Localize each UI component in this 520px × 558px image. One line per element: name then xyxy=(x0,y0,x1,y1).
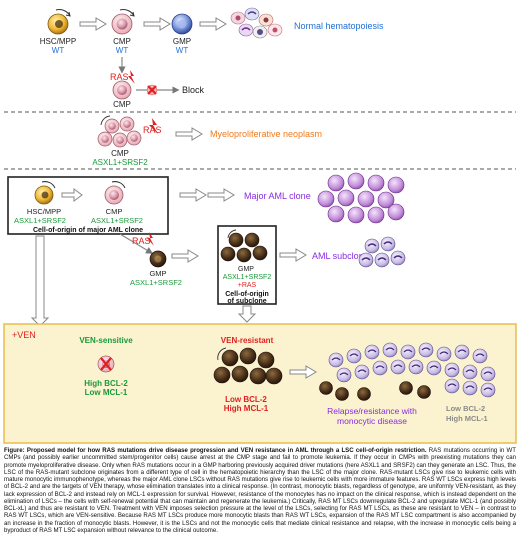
caption-title: Figure: Proposed model for how RAS mutat… xyxy=(4,447,427,454)
arrow-right-icon xyxy=(179,188,207,202)
model-diagram: HSC/MPP WT CMP WT GMP WT xyxy=(3,7,517,444)
arrow-down-icon xyxy=(30,235,50,327)
subclone-origin-title-2: of subclone xyxy=(227,298,266,305)
row1-normal: HSC/MPP WT CMP WT GMP WT xyxy=(40,7,384,109)
arrow-diag-icon xyxy=(119,233,154,254)
lightning-icon xyxy=(128,70,135,84)
gmp-mut-label: GMP xyxy=(149,269,166,278)
ras-cmp-cell xyxy=(112,80,132,100)
aml-subclone-label: AML subclone xyxy=(312,251,369,261)
normal-hematopoiesis-label: Normal hematopoiesis xyxy=(294,21,384,31)
arrow-right-icon xyxy=(61,188,83,202)
mpn-label: Myeloproliferative neoplasm xyxy=(210,129,322,139)
arrow-right-icon xyxy=(171,249,199,263)
mpn-cmp-label: CMP xyxy=(111,149,129,158)
arrow-right-icon xyxy=(199,17,227,31)
subclone-monocytes xyxy=(358,236,406,268)
hsc-label: HSC/MPP xyxy=(40,37,76,46)
ven-panel: +VEN VEN-sensitive High BCL-2 Low MCL-1 … xyxy=(3,312,517,444)
subclone-gmp-cluster xyxy=(220,229,268,263)
relapse-label-1: Relapse/resistance with xyxy=(327,406,417,416)
major-aml-clone-label: Major AML clone xyxy=(244,191,311,201)
gmp-genotype: WT xyxy=(176,46,189,55)
sensitive-cell-crossed xyxy=(97,355,115,373)
arrow-right-icon xyxy=(175,127,203,141)
ven-label: +VEN xyxy=(12,330,36,340)
relapse-monocytes xyxy=(319,342,496,401)
gmp-label: GMP xyxy=(173,37,191,46)
mpn-cmp-cluster xyxy=(97,115,142,148)
resistant-lsc-cluster xyxy=(213,347,283,385)
ven-resistant-title: VEN-resistant xyxy=(221,336,274,345)
row2-mpn: RAS CMP ASXL1+SRSF2 Myeloproliferative n… xyxy=(92,115,322,167)
ras-cmp-label: CMP xyxy=(113,100,131,109)
subclone-genotype: ASXL1+SRSF2 xyxy=(223,274,272,281)
hsc-mut-label: HSC/MPP xyxy=(27,207,61,216)
figure-caption: Figure: Proposed model for how RAS mutat… xyxy=(4,447,516,534)
lightning-icon xyxy=(147,232,154,246)
resistant-mcl1: High MCL-1 xyxy=(224,404,269,413)
arrow-right-icon xyxy=(79,17,107,31)
gmp-wt-cell xyxy=(171,13,193,35)
cmp-mut-label: CMP xyxy=(106,207,123,216)
sensitive-bcl2: High BCL-2 xyxy=(84,379,128,388)
relapse-label-2: monocytic disease xyxy=(337,416,407,426)
subclone-origin-title-1: Cell-of-origin xyxy=(225,291,269,298)
hsc-mut-genotype: ASXL1+SRSF2 xyxy=(14,216,66,225)
block-label: Block xyxy=(182,85,205,95)
hsc-wt-cell xyxy=(47,9,71,35)
cmp-mut-genotype: ASXL1+SRSF2 xyxy=(91,216,143,225)
major-clone-origin-box xyxy=(7,176,169,235)
cmp-genotype: WT xyxy=(116,46,129,55)
arrow-right-icon xyxy=(279,248,307,262)
sensitive-mcl1: Low MCL-1 xyxy=(85,388,128,397)
lightning-icon xyxy=(149,118,158,134)
mono-mcl1: High MCL-1 xyxy=(446,414,488,423)
gmp-mut-cell xyxy=(149,250,167,268)
arrow-right-icon xyxy=(143,17,171,31)
cmp-wt-cell xyxy=(111,9,135,35)
arrow-right-icon xyxy=(207,188,235,202)
normal-cells-cluster xyxy=(230,7,283,39)
cmp-label: CMP xyxy=(113,37,131,46)
major-clone-blasts xyxy=(317,172,405,224)
ras-label: RAS xyxy=(143,125,162,135)
hsc-mut-cell xyxy=(34,181,56,205)
mpn-genotype: ASXL1+SRSF2 xyxy=(92,158,148,167)
cmp-mut-cell xyxy=(104,181,126,205)
block-x-icon xyxy=(146,84,158,96)
mono-bcl2: Low BCL-2 xyxy=(446,404,485,413)
resistant-bcl2: Low BCL-2 xyxy=(225,395,267,404)
arrow-down-icon xyxy=(237,305,257,323)
subclone-ras: +RAS xyxy=(238,282,257,289)
arrow-right-icon xyxy=(289,365,317,379)
ras-label: RAS xyxy=(110,72,129,82)
subclone-gmp-label: GMP xyxy=(238,266,254,273)
major-clone-origin-title: Cell-of-origin of major AML clone xyxy=(33,227,143,234)
ven-sensitive-title: VEN-sensitive xyxy=(79,336,133,345)
hsc-genotype: WT xyxy=(52,46,65,55)
gmp-mut-genotype: ASXL1+SRSF2 xyxy=(130,278,182,287)
caption-body: RAS mutations occurring in WT CMPs (and … xyxy=(4,447,516,534)
row3-aml: HSC/MPP ASXL1+SRSF2 CMP ASXL1+SRSF2 Cell… xyxy=(7,172,406,327)
ras-label: RAS xyxy=(132,236,151,246)
